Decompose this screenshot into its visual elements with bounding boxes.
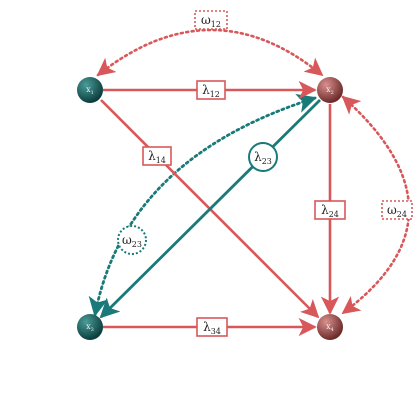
svg-text:ω12: ω12 (201, 13, 221, 29)
svg-text:ω23: ω23 (122, 233, 142, 249)
node-x2[interactable]: x2 (317, 77, 343, 103)
node-x1[interactable]: x1 (77, 77, 103, 103)
svg-text:λ23: λ23 (254, 150, 272, 166)
covariance-curve-w12 (96, 28, 324, 77)
svg-text:ω24: ω24 (387, 203, 407, 219)
edge-l23 (99, 99, 321, 319)
svg-text:λ12: λ12 (202, 83, 220, 99)
label-l14: λ14 (142, 146, 172, 166)
node-x3[interactable]: x3 (77, 314, 103, 340)
svg-text:λ14: λ14 (148, 149, 166, 165)
label-l24: λ24 (314, 200, 346, 220)
label-l23: λ23 (248, 142, 278, 172)
label-l12: λ12 (196, 80, 226, 100)
label-w24: ω24 (381, 200, 413, 220)
svg-text:λ34: λ34 (203, 320, 221, 336)
label-w12: ω12 (194, 10, 228, 30)
label-w23: ω23 (117, 225, 147, 255)
node-x4[interactable]: x4 (317, 314, 343, 340)
covariance-curve-w23 (88, 93, 317, 317)
svg-text:x4: x4 (326, 322, 334, 333)
svg-text:λ24: λ24 (321, 203, 339, 219)
svg-text:x1: x1 (86, 85, 94, 96)
svg-text:x3: x3 (86, 322, 94, 333)
svg-text:x2: x2 (326, 85, 334, 96)
label-l34: λ34 (196, 317, 228, 337)
